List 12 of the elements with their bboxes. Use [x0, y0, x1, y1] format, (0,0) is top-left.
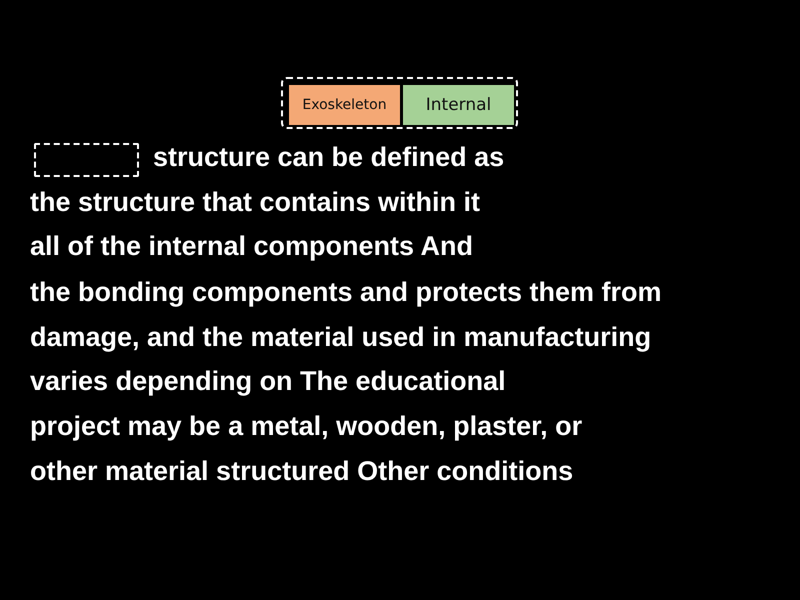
- sentence-text: the structure that contains within it: [30, 186, 480, 218]
- sentence-text: varies depending on The educational: [30, 365, 506, 397]
- sentence-text: structure can be defined as: [153, 141, 504, 173]
- word-tile: Exoskeleton: [289, 85, 400, 125]
- answer-box: [34, 143, 139, 177]
- sentence-text: other material structured Other conditions: [30, 455, 574, 487]
- word-tile: Internal: [403, 85, 514, 125]
- sentence-text: project may be a metal, wooden, plaster, or: [30, 410, 582, 442]
- sentence-text: the bonding components and protects them from: [30, 276, 662, 308]
- sentence-text: damage, and the material used in manufacturing: [30, 321, 652, 353]
- sentence-text: all of the internal components And: [30, 230, 474, 262]
- word-bank-panel: [281, 77, 518, 129]
